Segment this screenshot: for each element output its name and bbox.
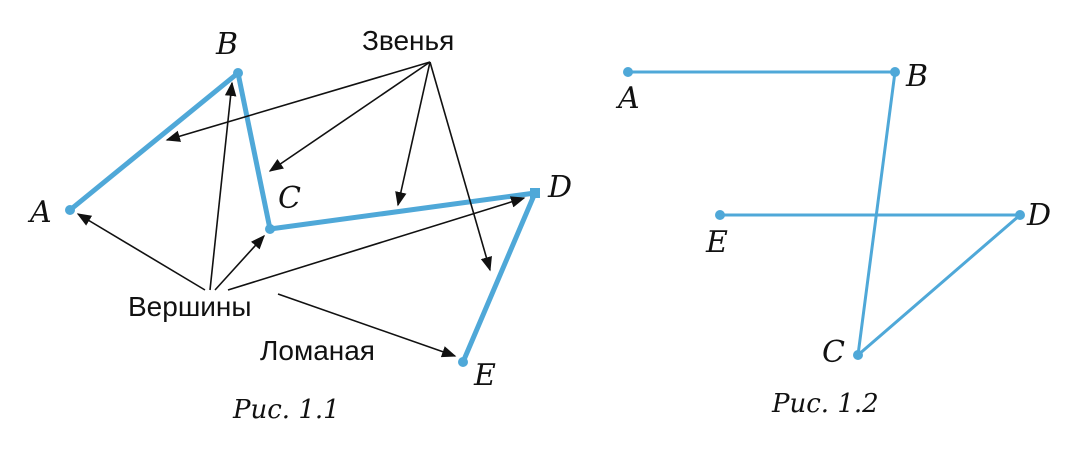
vertex2-b-dot (890, 67, 900, 77)
link-arrow-cd (395, 61, 431, 207)
vertices-arrows (76, 81, 526, 358)
vertex2-e-dot (715, 210, 725, 220)
link-arrow-ab (165, 61, 431, 142)
vertex2-b-label: B (905, 59, 928, 94)
vertex-d-label: D (547, 170, 572, 205)
vertex-arrow-d (227, 196, 526, 291)
vertex2-a-label: A (615, 81, 640, 116)
vertex2-c-label: C (822, 335, 845, 370)
polyline-abcde-2 (628, 70, 1025, 359)
links-label: Звенья (362, 25, 454, 56)
vertex-arrow-a (76, 213, 206, 291)
figure-1-1: A B C D E Звенья Вершины Ломаная Рис. 1.… (27, 25, 572, 425)
vertex-a-dot (65, 205, 75, 215)
links-arrows (165, 61, 492, 272)
vertex-c-label: C (278, 181, 301, 216)
vertex2-e-label: E (705, 225, 728, 260)
polyline-label: Ломаная (260, 335, 375, 366)
figure-1-1-caption: Рис. 1.1 (232, 395, 340, 425)
link-arrow-de (429, 61, 492, 272)
vertex2-a-dot (623, 67, 633, 77)
vertex-d-dot (530, 188, 540, 198)
vertex-arrow-e (277, 293, 457, 358)
vertex-e-label: E (473, 358, 496, 393)
figure-1-2: A B C D E Рис. 1.2 (615, 59, 1051, 419)
figure-1-2-caption: Рис. 1.2 (771, 389, 879, 419)
vertex-arrow-c (214, 234, 265, 291)
vertex2-d-dot (1015, 210, 1025, 220)
vertex-arrow-b (209, 81, 237, 291)
vertex-b-dot (233, 68, 243, 78)
vertex-c-dot (265, 224, 275, 234)
link-arrow-bc (268, 61, 431, 172)
vertex2-d-label: D (1026, 198, 1051, 233)
vertex-b-label: B (215, 27, 238, 62)
vertex-a-label: A (27, 195, 52, 230)
vertex-e-dot (458, 357, 468, 367)
vertices-label: Вершины (128, 291, 252, 322)
vertex2-c-dot (853, 350, 863, 360)
